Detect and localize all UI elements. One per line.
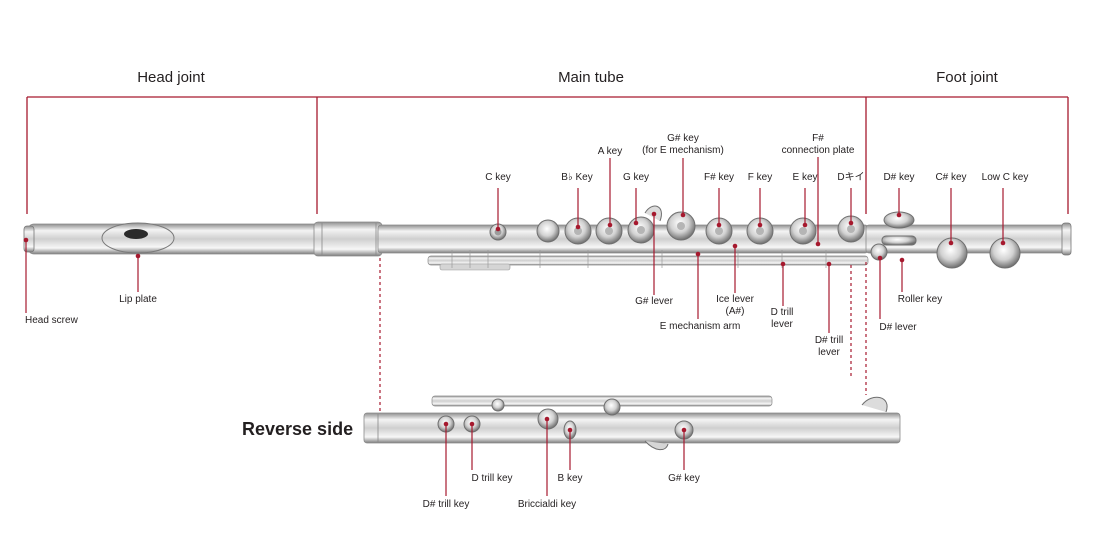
label-d-sharp-trill-lever: D# trill lever: [814, 335, 844, 358]
label-head-screw: Head screw: [25, 315, 78, 326]
embouchure-hole: [124, 229, 148, 239]
label-f-key: F key: [747, 172, 773, 183]
leader-dots: [23, 211, 1006, 433]
section-main-tube: Main tube: [558, 69, 624, 86]
c-sharp-key-shape: [936, 237, 968, 269]
label-lip-plate: Lip plate: [119, 294, 157, 305]
label-d-sharp-key: D# key: [883, 172, 915, 183]
label-g-sharp-key-e-mechanism: G# key (for E mechanism): [642, 133, 724, 156]
label-e-key: E key: [792, 172, 818, 183]
section-foot-joint: Foot joint: [936, 69, 998, 86]
label-low-c-key: Low C key: [981, 172, 1029, 183]
label-b-flat-key: B♭ Key: [561, 172, 593, 183]
roller-key-shape: [881, 235, 917, 246]
label-g-sharp-lever: G# lever: [635, 296, 673, 307]
label-c-key: C key: [485, 172, 511, 183]
label-g-key: G key: [622, 172, 650, 183]
label-g-sharp-key-reverse: G# key: [668, 473, 700, 484]
label-a-key: A key: [597, 146, 623, 157]
reverse-guides: [379, 258, 867, 412]
label-f-sharp-connection-plate: F# connection plate: [781, 133, 855, 156]
label-c-sharp-key: C# key: [935, 172, 967, 183]
label-d-key: Dキイ: [837, 172, 865, 183]
mechanism-rod: [427, 255, 869, 266]
label-ice-lever: Ice lever (A#): [716, 294, 754, 317]
tenon-ring: [313, 221, 383, 257]
section-head-joint: Head joint: [137, 69, 205, 86]
reverse-side-title: Reverse side: [242, 419, 354, 439]
low-c-key-shape: [989, 237, 1021, 269]
label-roller-key: Roller key: [897, 294, 943, 305]
leader-lines: [25, 157, 1004, 496]
label-d-sharp-lever: D# lever: [879, 322, 917, 333]
label-d-sharp-trill-key: D# trill key: [422, 499, 470, 510]
reverse-tube: [363, 412, 901, 444]
label-b-key: B key: [557, 473, 583, 484]
label-briccialdi-key: Briccialdi key: [517, 499, 577, 510]
foot-end-ring: [1061, 222, 1072, 256]
label-f-sharp-key: F# key: [703, 172, 735, 183]
label-d-trill-lever: D trill lever: [770, 307, 794, 330]
section-brackets: [26, 96, 1069, 214]
label-e-mechanism-arm: E mechanism arm: [659, 321, 741, 332]
label-d-trill-key: D trill key: [471, 473, 513, 484]
main-tube-keys: [489, 205, 1021, 269]
b-flat-key-shape: [536, 219, 560, 243]
flute-body: [23, 205, 1072, 271]
